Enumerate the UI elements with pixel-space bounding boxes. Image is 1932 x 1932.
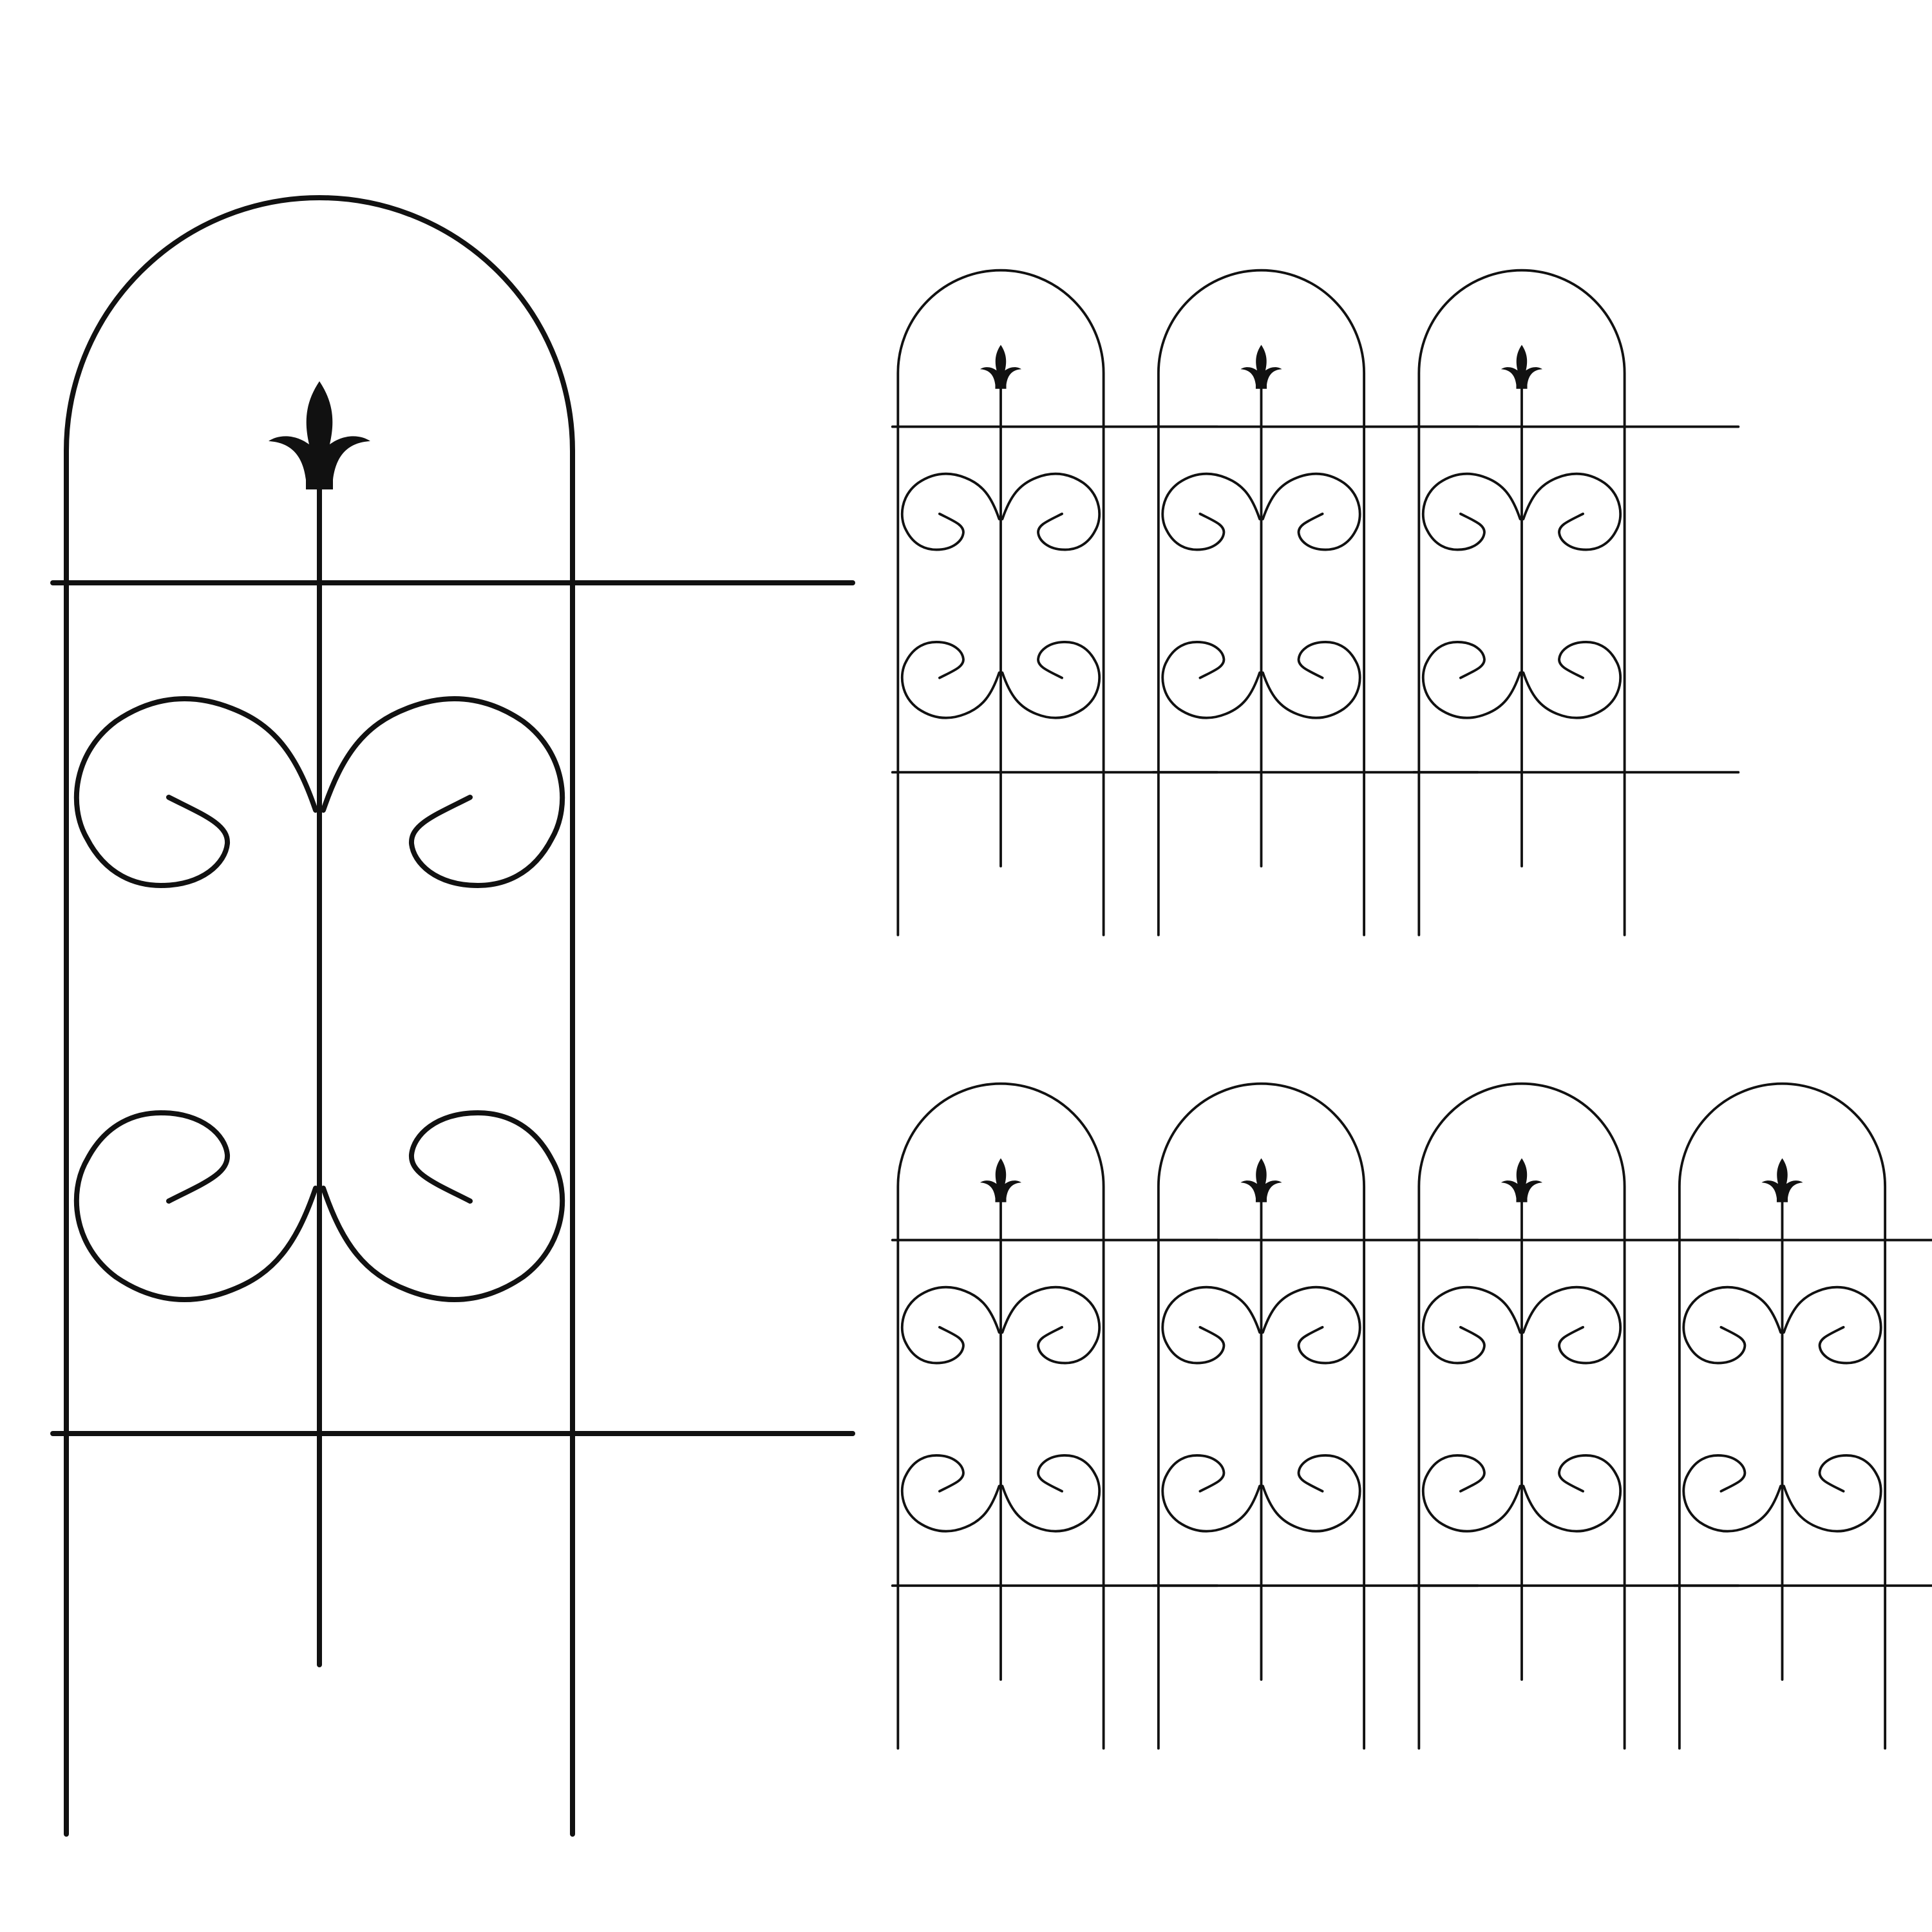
fence-panel-small-top-3 [1412, 269, 1740, 936]
fence-panel-small-bottom-3 [1412, 1082, 1740, 1750]
fence-panel-small-bottom-2 [1151, 1082, 1479, 1750]
fence-panel-small-bottom-4 [1672, 1082, 1932, 1750]
fence-panel-small-top-2 [1151, 269, 1479, 936]
fence-panel-large [53, 198, 853, 1834]
fence-panel-small-top-1 [891, 269, 1219, 936]
fence-panel-small-bottom-1 [891, 1082, 1219, 1750]
